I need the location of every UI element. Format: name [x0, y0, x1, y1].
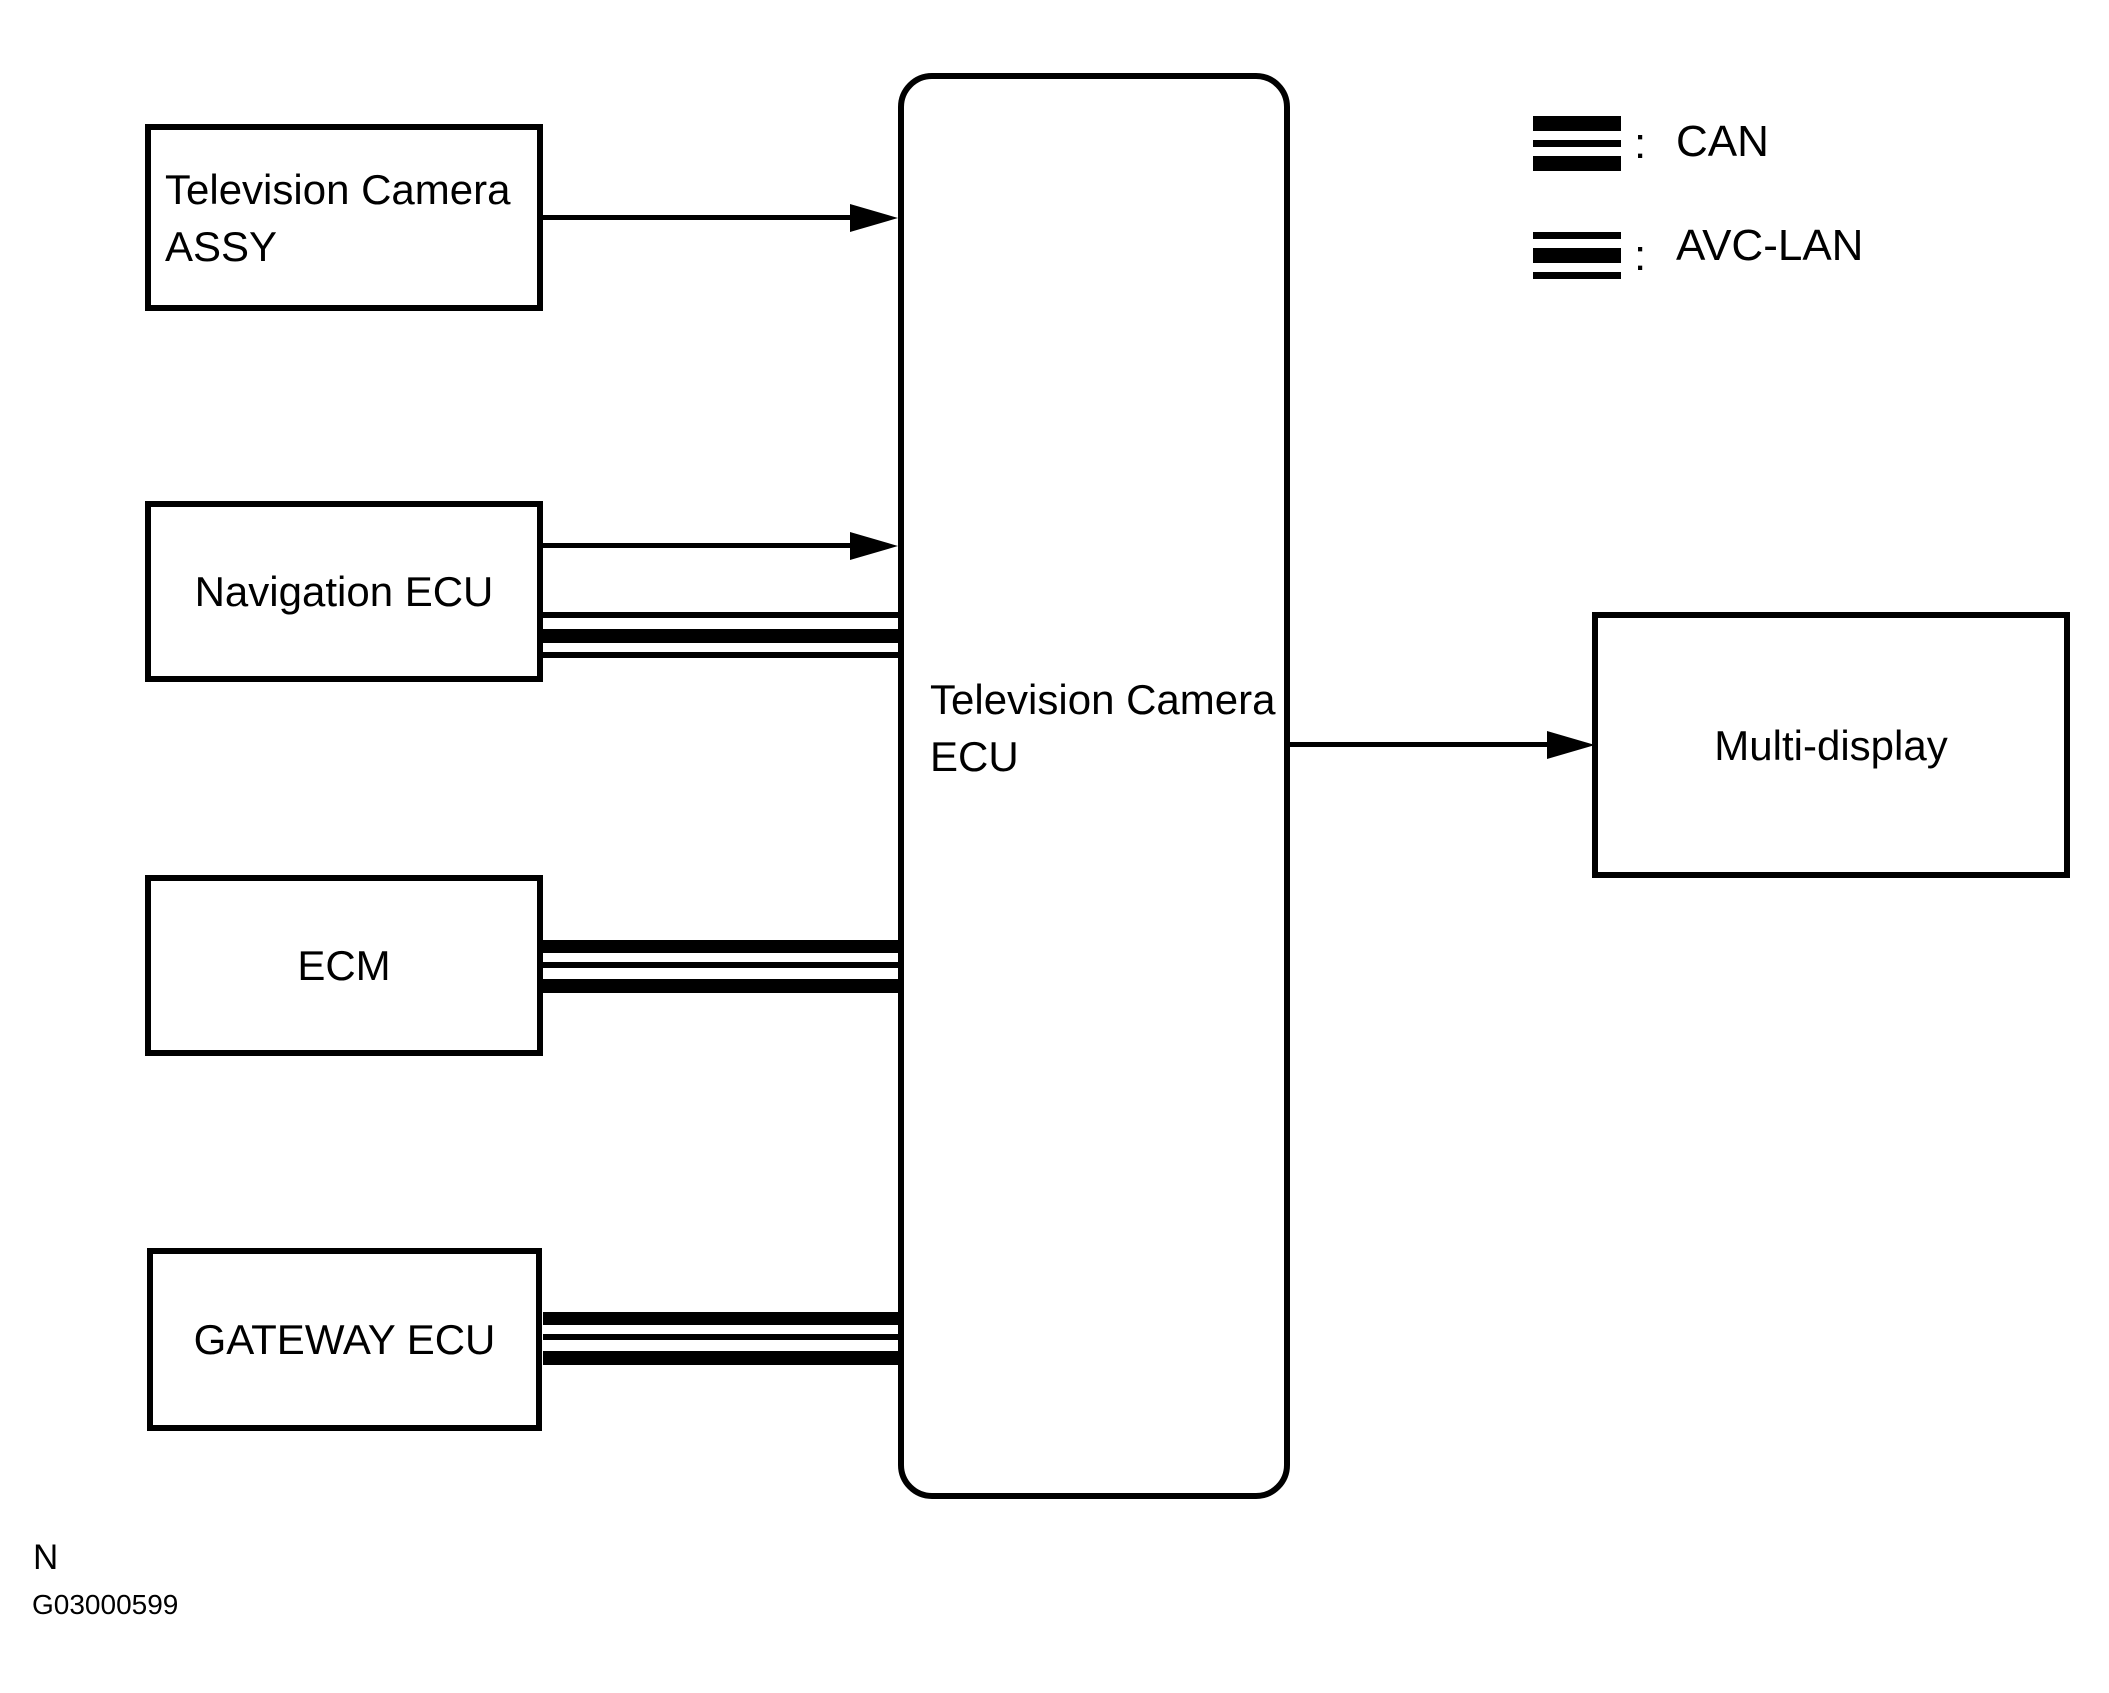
bus-stripe	[543, 1312, 898, 1325]
figure-id: G03000599	[32, 1589, 179, 1620]
legend-colon: :	[1634, 119, 1647, 168]
legend-stripe	[1533, 116, 1621, 131]
arrowhead-icon	[850, 532, 898, 560]
node-label-line: ECU	[930, 733, 1019, 780]
legend-stripe	[1533, 140, 1621, 147]
node-multi-display: Multi-display	[1592, 612, 2070, 878]
arrow-connector-assy-to-ecu	[543, 215, 855, 220]
bus-stripe	[543, 1351, 898, 1365]
legend-colon: :	[1634, 231, 1647, 280]
node-label: Television Camera ECU	[930, 671, 1275, 785]
arrowhead-icon	[850, 204, 898, 232]
node-label-line: Navigation ECU	[194, 568, 494, 615]
bus-stripe	[543, 1334, 898, 1340]
bus-stripe	[543, 940, 898, 953]
node-ecm: ECM	[145, 875, 543, 1056]
legend-stripe	[1533, 156, 1621, 171]
node-label-line: ASSY	[165, 222, 278, 270]
arrow-connector-nav-to-ecu	[543, 543, 855, 548]
footer-note: N	[33, 1538, 59, 1577]
legend-label-can: CAN	[1676, 117, 1769, 166]
legend-stripe	[1533, 248, 1621, 263]
node-gateway-ecu: GATEWAY ECU	[147, 1248, 542, 1431]
can-bus-ecm-to-ecu	[543, 940, 898, 993]
avc-lan-bus-line-icon	[1533, 232, 1621, 279]
bus-stripe	[543, 962, 898, 968]
bus-stripe	[543, 629, 898, 643]
can-bus-gateway-to-ecu	[543, 1312, 898, 1365]
node-navigation-ecu: Navigation ECU	[145, 501, 543, 682]
node-television-camera-assy: Television Camera ASSY	[145, 124, 543, 311]
arrowhead-icon	[1547, 731, 1595, 759]
can-bus-line-icon	[1533, 116, 1621, 171]
bus-stripe	[543, 612, 898, 618]
node-label-line: Television Camera	[165, 165, 511, 213]
node-label-line: GATEWAY ECU	[193, 1316, 496, 1363]
bus-stripe	[543, 652, 898, 658]
bus-stripe	[543, 979, 898, 993]
legend-label-avc-lan: AVC-LAN	[1676, 221, 1864, 270]
arrow-connector-ecu-to-multidisplay	[1290, 742, 1552, 747]
node-label-line: Multi-display	[1714, 721, 1948, 769]
node-television-camera-ecu: Television Camera ECU	[898, 73, 1290, 1499]
legend-stripe	[1533, 232, 1621, 239]
node-label-line: Television Camera	[930, 676, 1276, 723]
avc-lan-bus-nav-to-ecu	[543, 612, 898, 658]
node-label-line: ECM	[297, 942, 391, 989]
legend-stripe	[1533, 272, 1621, 279]
